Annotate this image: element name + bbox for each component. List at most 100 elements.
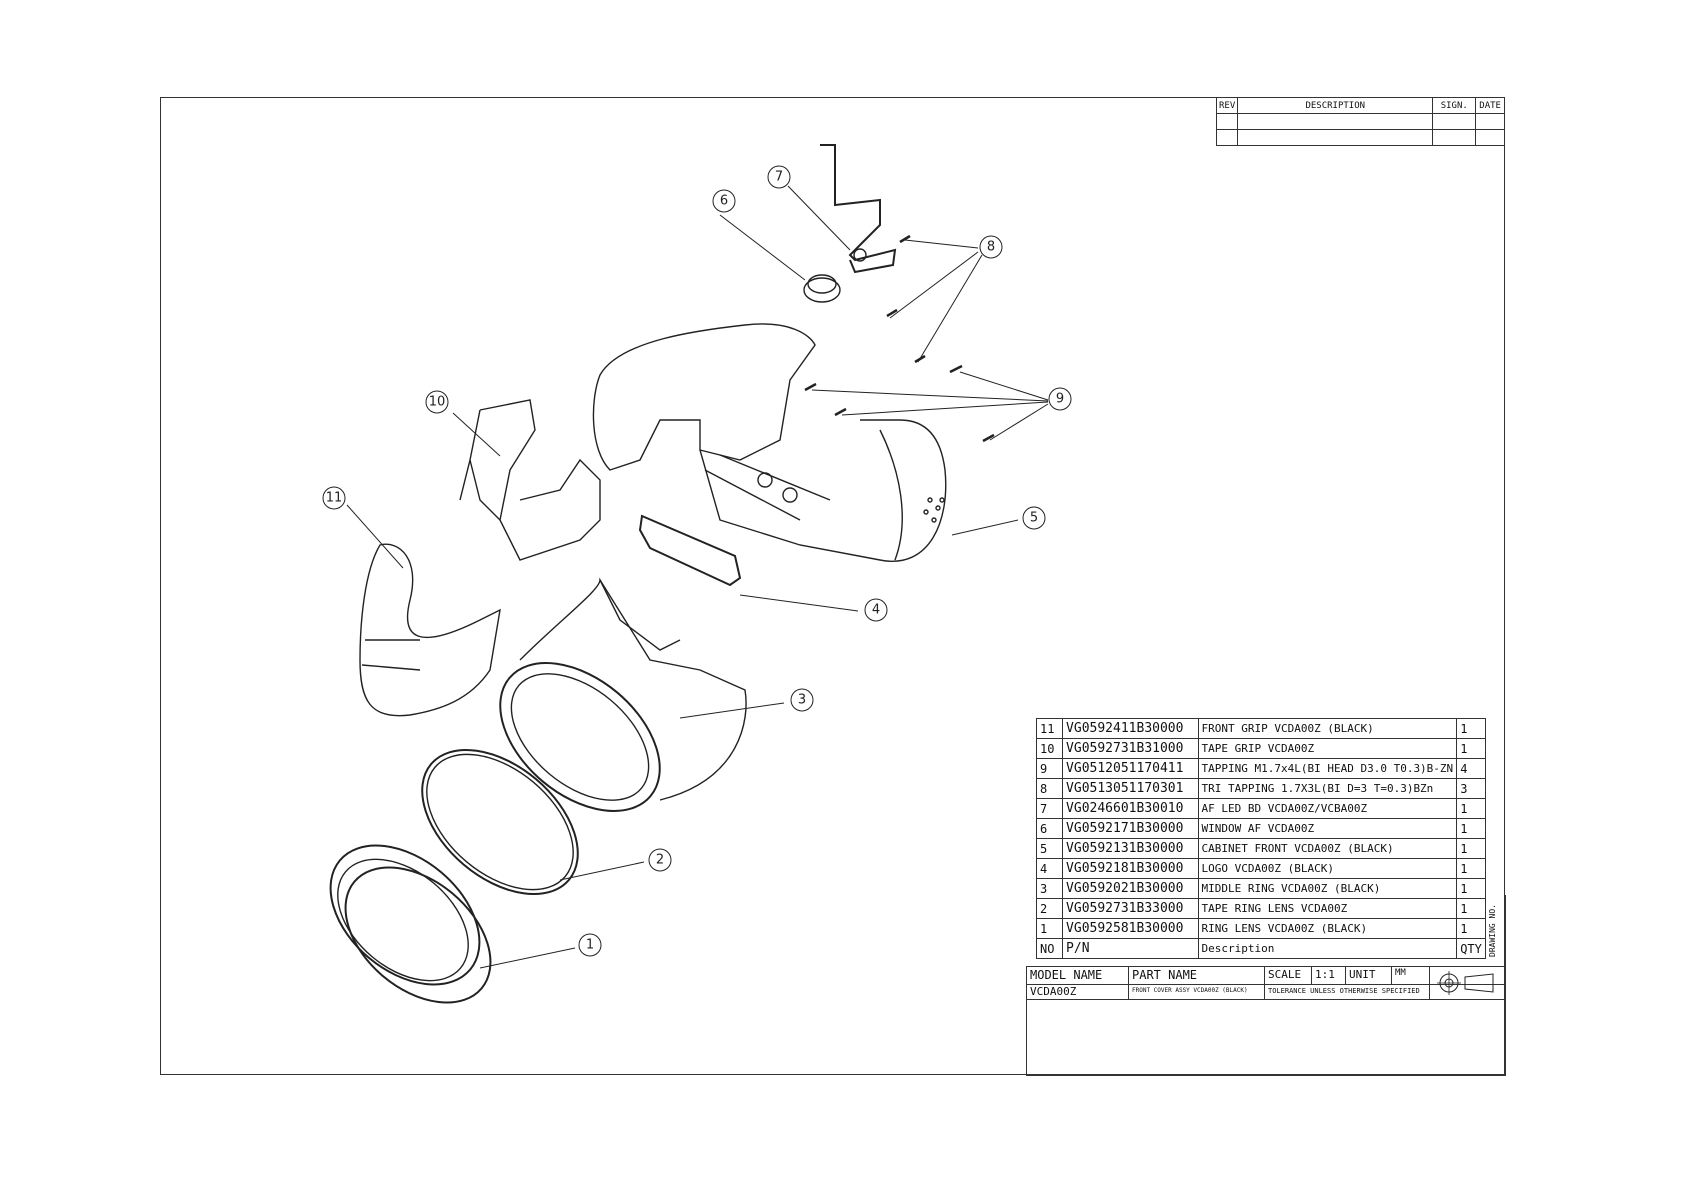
callout-4: 4	[872, 603, 880, 618]
part-tape-grip	[459, 399, 601, 561]
part-logo	[638, 514, 742, 587]
bom-no: 3	[1035, 878, 1064, 899]
model-name-label: MODEL NAME	[1027, 967, 1129, 984]
bom-qty: 1	[1456, 918, 1486, 939]
scale-value: 1:1	[1312, 967, 1346, 984]
part-cabinet-front	[592, 323, 947, 562]
bom-no: 6	[1035, 818, 1064, 839]
bom-qty: 4	[1456, 758, 1486, 779]
part-af-led-board	[820, 144, 897, 274]
callout-10: 10	[429, 395, 446, 410]
date-header: DATE	[1475, 97, 1505, 114]
bom-desc: TAPPING M1.7x4L(BI HEAD D3.0 T0.3)B-ZN	[1197, 758, 1458, 779]
bom-pn: VG0246601B30010	[1062, 798, 1199, 819]
callout-circles	[322, 165, 1072, 957]
callout-11: 11	[326, 491, 343, 506]
bom-desc: TAPE GRIP VCDA00Z	[1197, 738, 1458, 759]
bom-desc: WINDOW AF VCDA00Z	[1197, 818, 1458, 839]
bom-qty: 1	[1456, 878, 1486, 899]
bom-no: 7	[1035, 798, 1064, 819]
bom-pn: VG0592181B30000	[1062, 858, 1199, 879]
bom-desc: Description	[1197, 938, 1458, 959]
part-screws-8	[886, 234, 926, 364]
callout-3: 3	[798, 693, 806, 708]
bom-no: 10	[1035, 738, 1064, 759]
part-window-af	[803, 274, 841, 303]
bom-qty: 1	[1456, 798, 1486, 819]
callout-6: 6	[720, 194, 728, 209]
part-middle-ring	[499, 577, 747, 812]
leader-lines	[346, 185, 1049, 969]
bom-no: 2	[1035, 898, 1064, 919]
callout-9: 9	[1056, 392, 1064, 407]
bom-pn: VG0592131B30000	[1062, 838, 1199, 859]
bom-desc: FRONT GRIP VCDA00Z (BLACK)	[1197, 718, 1458, 739]
bom-no: 11	[1035, 718, 1064, 739]
bom-desc: LOGO VCDA00Z (BLACK)	[1197, 858, 1458, 879]
bom-desc: MIDDLE RING VCDA00Z (BLACK)	[1197, 878, 1458, 899]
model-name-value: VCDA00Z	[1027, 984, 1129, 999]
part-name-label: PART NAME	[1129, 967, 1265, 984]
bom-pn: VG0513051170301	[1062, 778, 1199, 799]
drawing-no-label: DRAWING NO.	[1488, 895, 1506, 966]
scale-label: SCALE	[1265, 967, 1312, 984]
tolerance-note: TOLERANCE UNLESS OTHERWISE SPECIFIED	[1265, 984, 1430, 999]
bom-qty: 3	[1456, 778, 1486, 799]
bom-qty: 1	[1456, 738, 1486, 759]
bom-desc: AF LED BD VCDA00Z/VCBA00Z	[1197, 798, 1458, 819]
bom-qty: QTY	[1456, 938, 1486, 959]
part-front-grip	[359, 543, 501, 717]
bom-no: 5	[1035, 838, 1064, 859]
bom-desc: RING LENS VCDA00Z (BLACK)	[1197, 918, 1458, 939]
part-screws-9	[804, 364, 995, 443]
bom-qty: 1	[1456, 898, 1486, 919]
title-block: MODEL NAME PART NAME SCALE 1:1 UNIT MM V…	[1026, 966, 1506, 1076]
revision-table: REV DESCRIPTION SIGN. DATE	[1215, 97, 1505, 146]
part-ring-lens	[329, 844, 492, 1004]
bom-qty: 1	[1456, 718, 1486, 739]
bom-pn: VG0592581B30000	[1062, 918, 1199, 939]
callout-5: 5	[1030, 511, 1038, 526]
bom-pn: VG0592731B31000	[1062, 738, 1199, 759]
bom-no: 8	[1035, 778, 1064, 799]
sign-header: SIGN.	[1432, 97, 1477, 114]
bom-desc: CABINET FRONT VCDA00Z (BLACK)	[1197, 838, 1458, 859]
bom-qty: 1	[1456, 818, 1486, 839]
callout-1: 1	[586, 938, 594, 953]
bom-no: 4	[1035, 858, 1064, 879]
bom-pn: VG0592171B30000	[1062, 818, 1199, 839]
unit-value: MM	[1392, 967, 1430, 984]
bom-desc: TAPE RING LENS VCDA00Z	[1197, 898, 1458, 919]
bom-qty: 1	[1456, 858, 1486, 879]
bom-pn: P/N	[1062, 938, 1199, 959]
callout-8: 8	[987, 240, 995, 255]
drawing-frame	[160, 97, 1505, 1075]
bom-desc: TRI TAPPING 1.7X3L(BI D=3 T=0.3)BZn	[1197, 778, 1458, 799]
projection-symbol-icon	[1437, 971, 1494, 995]
bom-pn: VG0592411B30000	[1062, 718, 1199, 739]
bom-no: 9	[1035, 758, 1064, 779]
bom-qty: 1	[1456, 838, 1486, 859]
part-tape-ring	[421, 748, 579, 896]
callout-2: 2	[656, 853, 664, 868]
description-header: DESCRIPTION	[1237, 97, 1434, 114]
bom-pn: VG0592021B30000	[1062, 878, 1199, 899]
part-name-value: FRONT COVER ASSY VCDA00Z (BLACK)	[1129, 984, 1265, 999]
unit-label: UNIT	[1346, 967, 1392, 984]
bom-no: 1	[1035, 918, 1064, 939]
bom-no: NO	[1035, 938, 1064, 959]
